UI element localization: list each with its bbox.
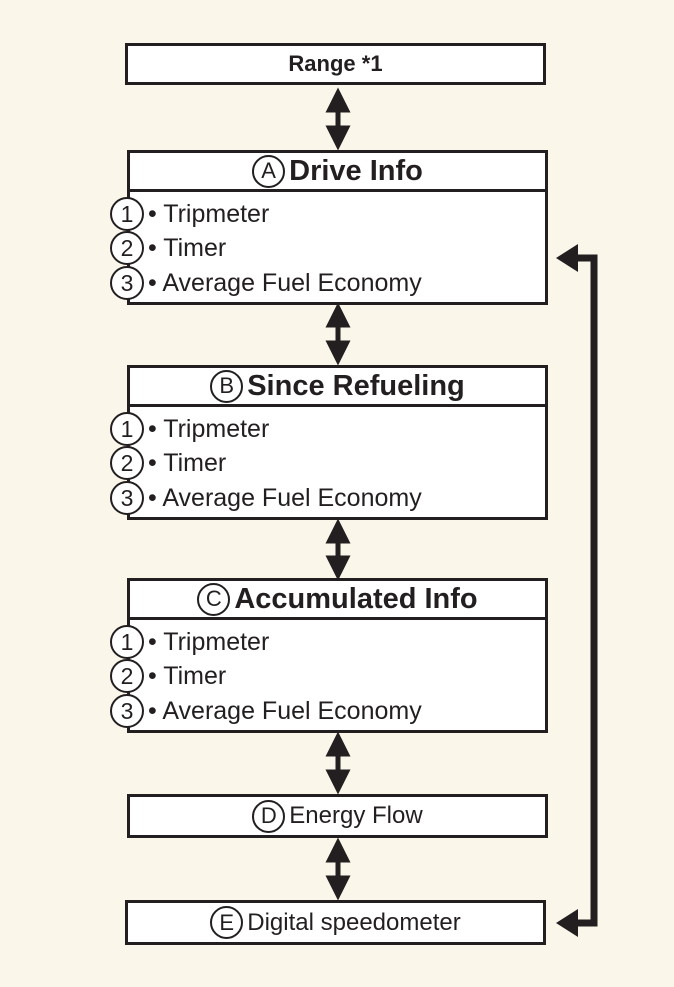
number-badge: 1 xyxy=(110,625,144,659)
list-item: 1 • Tripmeter xyxy=(110,625,270,659)
energy-flow-label: Energy Flow xyxy=(289,802,423,829)
return-arrowhead-bottom xyxy=(556,909,578,937)
panel-title: Since Refueling xyxy=(247,369,465,402)
number-badge: 2 xyxy=(110,446,144,480)
panel-title: Accumulated Info xyxy=(234,582,478,615)
panel-since-refueling: B Since Refueling 1 • Tripmeter 2 • Time… xyxy=(110,365,548,520)
letter-badge: D xyxy=(252,799,286,833)
item-label: • Tripmeter xyxy=(148,414,270,443)
item-label: • Average Fuel Economy xyxy=(148,483,422,512)
return-loop-arrow xyxy=(566,254,598,927)
panel-head: C Accumulated Info xyxy=(130,581,545,620)
number-badge: 3 xyxy=(110,694,144,728)
range-label: Range *1 xyxy=(288,51,383,76)
list-item: 1 • Tripmeter xyxy=(110,197,270,231)
speedometer-label: Digital speedometer xyxy=(247,908,461,936)
letter-badge: B xyxy=(210,369,244,403)
letter-badge: C xyxy=(197,582,231,616)
item-label: • Timer xyxy=(148,448,227,477)
number-badge: 1 xyxy=(110,412,144,446)
list-item: 3 • Average Fuel Economy xyxy=(110,694,422,728)
list-item: 2 • Timer xyxy=(110,446,227,480)
energy-flow-box: D Energy Flow xyxy=(127,794,548,838)
list-item: 1 • Tripmeter xyxy=(110,412,270,446)
range-box: Range *1 xyxy=(125,43,546,85)
number-badge: 3 xyxy=(110,481,144,515)
item-label: • Average Fuel Economy xyxy=(148,268,422,297)
letter-badge: A xyxy=(252,154,286,188)
speedometer-box: E Digital speedometer xyxy=(125,900,546,945)
panel-drive-info: A Drive Info 1 • Tripmeter 2 • Timer 3 •… xyxy=(110,150,548,305)
number-badge: 3 xyxy=(110,266,144,300)
item-label: • Average Fuel Economy xyxy=(148,696,422,725)
panel-head: A Drive Info xyxy=(130,153,545,192)
panel-head: B Since Refueling xyxy=(130,368,545,407)
list-item: 2 • Timer xyxy=(110,659,227,693)
item-label: • Timer xyxy=(148,233,227,262)
panel-accumulated-info: C Accumulated Info 1 • Tripmeter 2 • Tim… xyxy=(110,578,548,733)
return-arrowhead-top xyxy=(556,244,578,272)
letter-badge: E xyxy=(210,906,244,939)
list-item: 3 • Average Fuel Economy xyxy=(110,481,422,515)
number-badge: 2 xyxy=(110,659,144,693)
number-badge: 2 xyxy=(110,231,144,265)
list-item: 2 • Timer xyxy=(110,231,227,265)
item-label: • Tripmeter xyxy=(148,199,270,228)
number-badge: 1 xyxy=(110,197,144,231)
item-label: • Tripmeter xyxy=(148,627,270,656)
item-label: • Timer xyxy=(148,661,227,690)
panel-title: Drive Info xyxy=(289,154,423,187)
list-item: 3 • Average Fuel Economy xyxy=(110,266,422,300)
